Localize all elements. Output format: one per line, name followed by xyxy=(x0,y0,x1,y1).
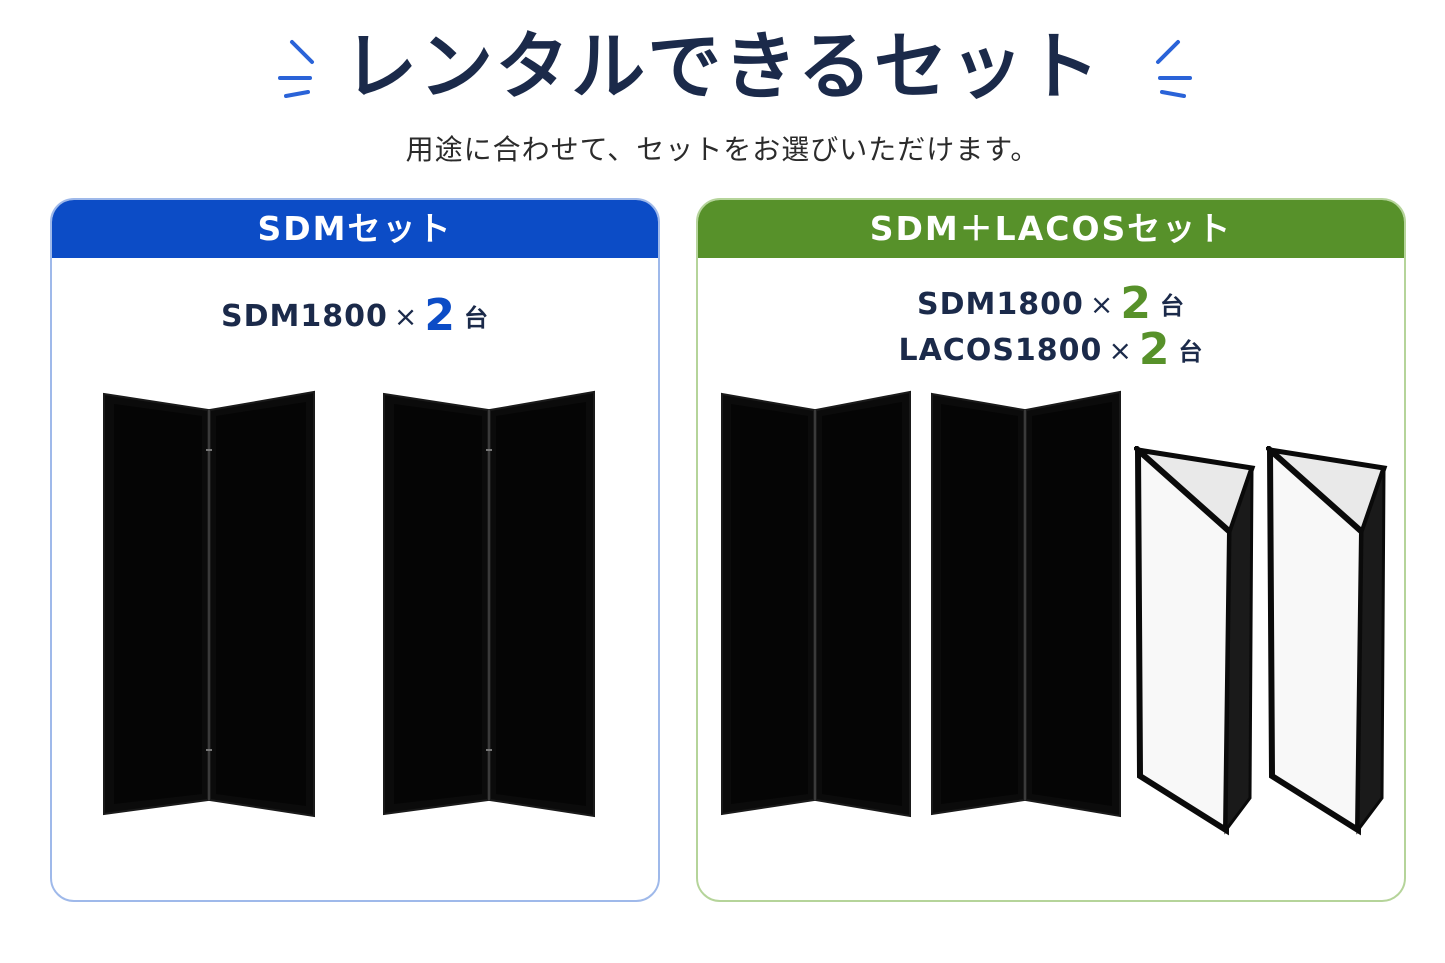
sparkle-lines-left-icon xyxy=(278,40,314,98)
item-count: 2 xyxy=(1138,324,1171,375)
item-unit: 台 xyxy=(1159,292,1185,320)
times-sign: × xyxy=(1089,288,1115,321)
sdm1800-panel-image xyxy=(931,390,1121,818)
item-model: SDM1800 xyxy=(221,299,388,334)
lacos1800-unit-image xyxy=(1266,446,1388,836)
sdm1800-panel-image xyxy=(383,390,595,818)
sdm-set-header: SDMセット xyxy=(52,200,658,258)
times-sign: × xyxy=(393,300,419,333)
item-model: SDM1800 xyxy=(917,287,1084,322)
item-model: LACOS1800 xyxy=(898,333,1103,368)
lacos1800-unit-image xyxy=(1134,446,1256,836)
sdm-lacos-set-header: SDM＋LACOSセット xyxy=(698,200,1404,258)
item-unit: 台 xyxy=(463,304,489,332)
item-count: 2 xyxy=(424,290,456,341)
sdm1800-panel-image xyxy=(721,390,911,818)
item-count: 2 xyxy=(1120,278,1152,329)
page-subtitle: 用途に合わせて、セットをお選びいただけます。 xyxy=(405,133,1040,166)
page-title: レンタルできるセット xyxy=(343,24,1102,110)
sdm1800-panel-image xyxy=(103,390,315,818)
sparkle-lines-right-icon xyxy=(1156,40,1192,98)
item-unit: 台 xyxy=(1178,338,1204,366)
times-sign: × xyxy=(1108,334,1133,367)
